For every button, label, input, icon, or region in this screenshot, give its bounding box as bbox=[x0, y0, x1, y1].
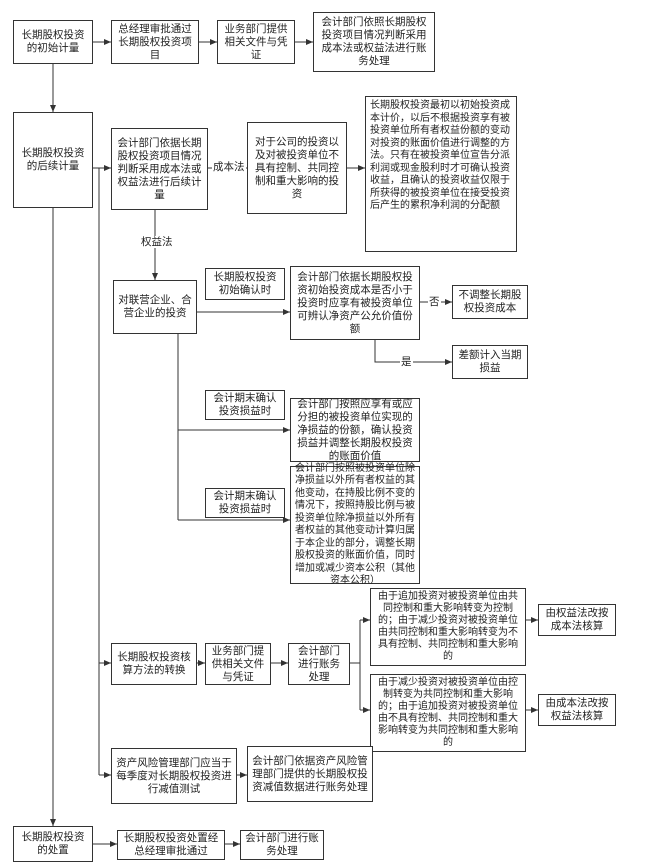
cost-to-equity-text: 由成本法改按权益法核算 bbox=[545, 697, 609, 722]
case-cost-to-equity-text: 由于减少投资对被投资单位由控制转变为共同控制和重大影响的；由于追加投资对被投资单… bbox=[378, 677, 518, 748]
dept-docs-box: 业务部门提供相关文件与凭证 bbox=[217, 20, 295, 64]
period-end-text-2: 会计期末确认投资损益时 bbox=[213, 490, 277, 515]
disposal-text: 长期股权投资的处置 bbox=[21, 831, 85, 856]
acct-initial-box: 会计部门依照长期股权投资项目情况判断采用成本法或权益法进行账务处理 bbox=[313, 12, 435, 72]
difference-box: 差额计入当期损益 bbox=[452, 345, 528, 379]
acct-process-text: 会计部门进行账务处理 bbox=[298, 644, 340, 683]
disposal-approve-text: 长期股权投资处置经总经理审批通过 bbox=[123, 832, 219, 857]
equity-method-label: 权益法 bbox=[140, 236, 174, 248]
compare-box: 会计部门依据长期股权投资初始投资成本是否小于投资时应享有被投资单位可辨认净资产公… bbox=[290, 266, 420, 340]
conversion-box: 长期股权投资核算方法的转换 bbox=[111, 643, 197, 685]
initial-measurement-box: 长期股权投资的初始计量 bbox=[13, 20, 93, 64]
acct-other-changes-text: 会计部门按照被投资单位除净损益以外所有者权益的其他变动，在持股比例不变的情况下，… bbox=[295, 462, 415, 587]
impairment-box: 会计部门依据资产风险管理部门提供的长期股权投资减值数据进行账务处理 bbox=[247, 746, 373, 802]
no-label: 否 bbox=[428, 296, 441, 308]
disposal-acct-box: 会计部门进行账务处理 bbox=[240, 830, 324, 860]
compare-text: 会计部门依据长期股权投资初始投资成本是否小于投资时应享有被投资单位可辨认净资产公… bbox=[297, 270, 413, 335]
equity-to-cost-box: 由权益法改按成本法核算 bbox=[538, 604, 616, 636]
disposal-acct-text: 会计部门进行账务处理 bbox=[245, 832, 319, 857]
risk-test-text: 资产风险管理部门应当于每季度对长期股权投资进行减值测试 bbox=[116, 756, 232, 795]
difference-text: 差额计入当期损益 bbox=[458, 349, 522, 374]
case-cost-to-equity-box: 由于减少投资对被投资单位由控制转变为共同控制和重大影响的；由于追加投资对被投资单… bbox=[370, 674, 526, 752]
case-equity-to-cost-text: 由于追加投资对被投资单位由共同控制和重大影响转变为控制的；由于减少投资对被投资单… bbox=[378, 591, 518, 662]
acct-method-box: 会计部门依据长期股权投资项目情况判断采用成本法或权益法进行后续计量 bbox=[111, 128, 208, 210]
equity-initial-text: 长期股权投资初始确认时 bbox=[213, 271, 277, 296]
no-control-text: 对于公司的投资以及对被投资单位不具有控制、共同控制和重大影响的投资 bbox=[255, 135, 339, 200]
yes-label: 是 bbox=[400, 356, 413, 368]
initial-measurement-text: 长期股权投资的初始计量 bbox=[21, 29, 85, 54]
acct-initial-text: 会计部门依照长期股权投资项目情况判断采用成本法或权益法进行账务处理 bbox=[321, 16, 427, 67]
acct-other-changes-box: 会计部门按照被投资单位除净损益以外所有者权益的其他变动，在持股比例不变的情况下，… bbox=[290, 463, 420, 586]
dept-docs-text: 业务部门提供相关文件与凭证 bbox=[224, 22, 288, 61]
period-end-box-2: 会计期末确认投资损益时 bbox=[205, 488, 285, 518]
period-end-box-1: 会计期末确认投资损益时 bbox=[205, 390, 285, 420]
subsequent-measurement-text: 长期股权投资的后续计量 bbox=[21, 147, 85, 172]
acct-share-box: 会计部门按照应享有或应分担的被投资单位实现的净损益的份额，确认投资损益并调整长期… bbox=[290, 398, 420, 462]
disposal-box: 长期股权投资的处置 bbox=[13, 826, 93, 862]
period-end-text-1: 会计期末确认投资损益时 bbox=[213, 392, 277, 417]
dept-docs-text-2: 业务部门提供相关文件与凭证 bbox=[211, 644, 265, 683]
equity-to-cost-text: 由权益法改按成本法核算 bbox=[545, 607, 609, 632]
no-control-box: 对于公司的投资以及对被投资单位不具有控制、共同控制和重大影响的投资 bbox=[247, 122, 347, 214]
no-adjust-box: 不调整长期股权投资成本 bbox=[452, 285, 528, 319]
jv-investment-text: 对联营企业、合营企业的投资 bbox=[118, 294, 192, 319]
impairment-text: 会计部门依据资产风险管理部门提供的长期股权投资减值数据进行账务处理 bbox=[252, 754, 368, 793]
disposal-approve-box: 长期股权投资处置经总经理审批通过 bbox=[117, 830, 225, 860]
equity-initial-box: 长期股权投资初始确认时 bbox=[205, 268, 285, 300]
cost-to-equity-box: 由成本法改按权益法核算 bbox=[538, 694, 616, 726]
acct-method-text: 会计部门依据长期股权投资项目情况判断采用成本法或权益法进行后续计量 bbox=[117, 136, 202, 201]
acct-share-text: 会计部门按照应享有或应分担的被投资单位实现的净损益的份额，确认投资损益并调整长期… bbox=[297, 397, 413, 462]
approval-box: 总经理审批通过长期股权投资项目 bbox=[111, 20, 199, 64]
cost-method-note-text: 长期股权投资最初以初始投资成本计价，以后不根据投资享有被投资单位所有者权益份额的… bbox=[370, 100, 510, 211]
jv-investment-box: 对联营企业、合营企业的投资 bbox=[113, 280, 197, 334]
conversion-text: 长期股权投资核算方法的转换 bbox=[117, 651, 191, 676]
cost-method-note-box: 长期股权投资最初以初始投资成本计价，以后不根据投资享有被投资单位所有者权益份额的… bbox=[365, 96, 517, 252]
subsequent-measurement-box: 长期股权投资的后续计量 bbox=[13, 112, 93, 208]
dept-docs-box-2: 业务部门提供相关文件与凭证 bbox=[205, 643, 271, 685]
approval-text: 总经理审批通过长期股权投资项目 bbox=[118, 22, 192, 61]
case-equity-to-cost-box: 由于追加投资对被投资单位由共同控制和重大影响转变为控制的；由于减少投资对被投资单… bbox=[370, 588, 526, 666]
cost-method-label: 成本法 bbox=[212, 161, 246, 173]
acct-process-box: 会计部门进行账务处理 bbox=[288, 643, 350, 685]
no-adjust-text: 不调整长期股权投资成本 bbox=[458, 289, 522, 314]
risk-test-box: 资产风险管理部门应当于每季度对长期股权投资进行减值测试 bbox=[111, 748, 237, 804]
